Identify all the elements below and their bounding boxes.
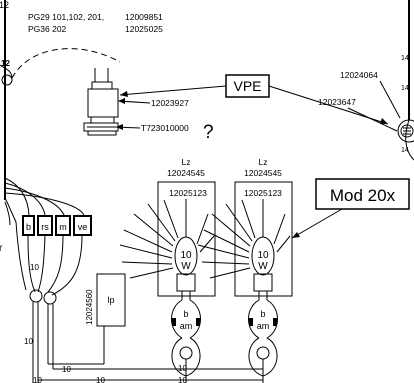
lamp-right-housing — [234, 181, 293, 297]
connector-part-top: 12023927 — [151, 98, 189, 108]
right-part-top: 12024064 — [340, 70, 378, 80]
right-part-bottom: 12023647 — [318, 97, 356, 107]
lamp-left-base — [176, 273, 196, 292]
lamp-left-socket-am: am — [180, 321, 193, 331]
lamp-left-ring — [179, 346, 193, 360]
terminal-b-label: b — [26, 222, 31, 232]
lamp-left-bulb-bottom: W — [181, 261, 191, 272]
right-part-bottom-leader — [347, 107, 398, 132]
arrowhead — [118, 98, 125, 104]
header-row2-part: 12025025 — [125, 24, 163, 34]
bottom-left-ring-a — [29, 289, 43, 303]
lamp-right-socket-am: am — [257, 321, 270, 331]
lamp-right-lz: Lz — [259, 157, 268, 167]
lamp-left-bulb-top: 10 — [180, 250, 192, 261]
lamp-right-part-inner: 12025123 — [244, 188, 282, 198]
lamp-left-housing — [157, 181, 216, 297]
vpe-leader-left — [119, 85, 227, 96]
lp-part: 12024560 — [85, 289, 94, 325]
lamp-right-bulb-bottom: W — [258, 261, 268, 272]
lamp-left: Lz 12024545 12025123 10 W b am — [119, 157, 216, 383]
right-pin-mid: 14 — [401, 85, 409, 92]
terminal-block: b rs m ve — [22, 215, 92, 236]
wire-fan — [4, 177, 85, 226]
wire-label-7: 10 — [178, 376, 187, 383]
lamp-right-socket-right — [266, 299, 278, 339]
mod-label: Mod 20x — [330, 186, 396, 205]
terminal-rs-label: rs — [41, 222, 49, 232]
right-part-top-leader — [379, 80, 401, 119]
header-row1-part: 12009851 — [125, 12, 163, 22]
vpe-label: VPE — [233, 78, 261, 94]
arrowhead — [292, 232, 300, 238]
mod-leader — [291, 208, 343, 239]
terminal-ve-label: ve — [78, 222, 88, 232]
wire-label-1: 10 — [30, 263, 39, 272]
lp-box — [96, 273, 126, 327]
lamp-left-part-inner: 12025123 — [169, 188, 207, 198]
right-pin-low: 14 — [401, 147, 409, 154]
connector-question-mark: ? — [203, 122, 214, 143]
lamp-right-base — [253, 273, 273, 292]
lamp-left-bulb — [174, 236, 198, 276]
lamp-right: Lz 12024545 12025123 10 W b am — [197, 157, 293, 383]
lamp-right-socket-left — [248, 299, 260, 339]
bottom-bus — [32, 302, 264, 383]
arrowhead — [116, 124, 123, 130]
terminal-wires — [15, 221, 83, 296]
arrowhead — [120, 91, 128, 97]
lp-label: lp — [107, 295, 114, 305]
left-wire-hook — [0, 64, 13, 79]
header-row2-codes: PG36 202 — [28, 24, 67, 34]
arrowhead — [380, 118, 388, 124]
dashed-arc — [11, 48, 121, 79]
lamp-left-socket-right — [189, 299, 201, 339]
lamp-left-rays — [119, 199, 215, 279]
bottom-left-ring-b — [43, 291, 57, 305]
wire-label-4: 10 — [33, 376, 42, 383]
left-num-top: 12 — [0, 0, 9, 10]
lamp-right-part-upper: 12024545 — [244, 168, 282, 178]
lamp-left-socket-left — [171, 299, 183, 339]
wire-label-6: 10 — [178, 364, 187, 373]
right-switch-wire — [405, 119, 414, 161]
mod-box — [315, 178, 410, 210]
terminal-m-label: m — [59, 222, 67, 232]
lamp-right-rays — [197, 199, 291, 279]
wire-label-3: 10 — [62, 365, 71, 374]
left-connector-ring — [1, 74, 13, 86]
right-pin-top: 14 — [401, 55, 409, 62]
lamp-right-bulb — [251, 236, 275, 276]
left-num-mid: 12 — [1, 59, 10, 68]
lamp-right-socket-b: b — [260, 309, 265, 319]
wire-label-2: 10 — [24, 337, 33, 346]
lamp-left-lz: Lz — [182, 157, 191, 167]
connector-part-bottom: T723010000 — [141, 123, 189, 133]
left-letter-r: r — [0, 243, 3, 254]
header-row1-codes: PG29 101,102, 201, — [28, 12, 104, 22]
wire-label-5: 10 — [96, 376, 105, 383]
lamp-left-part-upper: 12024545 — [167, 168, 205, 178]
lamp-right-ring — [256, 346, 270, 360]
lamp-left-socket-b: b — [183, 309, 188, 319]
connector-plug — [83, 68, 119, 136]
lamp-right-bulb-top: 10 — [257, 250, 269, 261]
